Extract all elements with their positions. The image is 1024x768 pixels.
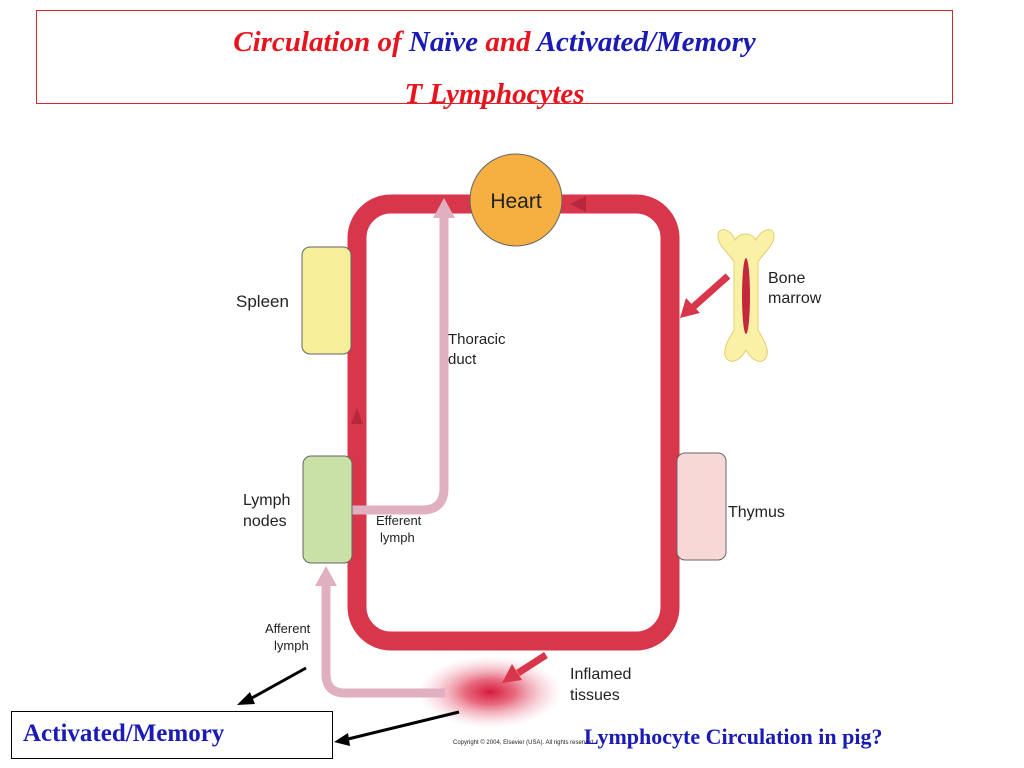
thoracic-duct-label-2: duct [448,351,477,368]
title-box: Circulation of Naïve and Activated/Memor… [36,10,953,110]
lymph-node-organ [302,455,353,564]
spleen-organ [301,246,352,355]
bone-marrow-arrow-shaft [689,273,731,311]
inflamed-tissues-label-1: Inflamed [570,666,631,683]
bone-marrow-label-1: Bone [768,270,805,287]
pointer-arrow-1-shaft [249,666,307,701]
vessel-up-arrow [351,408,363,424]
afferent-lymph-label-2: lymph [274,638,309,653]
bone-icon [717,229,775,362]
activated-memory-label: Activated/Memory [23,720,225,747]
inflamed-arrow-shaft [516,652,548,676]
efferent-lymph-label-2: lymph [380,530,415,545]
title-segment: Naïve [408,26,479,58]
thoracic-duct-path [324,214,449,515]
lymph-nodes-label-1: Lymph [243,492,290,509]
activated-memory-box: Activated/Memory [11,711,333,759]
pointer-arrow-2-head [334,733,350,746]
vessel-heart-arrow [570,196,586,212]
lymphocyte-circulation-question: Lymphocyte Circulation in pig? [584,724,883,749]
afferent-lymph-path [321,582,445,698]
title-segment: and [478,26,537,58]
thoracic-duct-label-1: Thoracic [448,331,506,348]
bone-marrow-arrow-head [680,298,700,318]
copyright-text: Copyright © 2004, Elsevier (USA). All ri… [453,739,595,746]
pointer-arrow-1-head [237,692,255,705]
bone-marrow-label-2: marrow [768,290,822,307]
heart-organ [469,153,563,247]
title-segment: Activated/Memory [536,26,756,58]
heart-label: Heart [490,190,542,213]
title-line-2: T Lymphocytes [404,78,585,110]
afferent-lymph-label-1: Afferent [265,621,311,636]
inflamed-tissue-blob [418,656,562,728]
lymph-nodes-label-2: nodes [243,513,287,530]
title-segment: Circulation of [233,26,409,58]
inflamed-tissues-label-2: tissues [570,687,620,704]
spleen-label: Spleen [236,292,289,311]
thoracic-duct-arrow-head [433,198,455,218]
blood-vessel-loop [347,194,680,651]
efferent-lymph-label-1: Efferent [376,513,422,528]
inflamed-arrow-head [502,664,522,683]
thymus-label: Thymus [728,504,785,521]
thymus-organ [676,452,727,561]
title-line-1: Circulation of Naïve and Activated/Memor… [37,25,952,59]
afferent-lymph-arrow-head [315,566,337,586]
pointer-arrow-2-shaft [347,710,460,741]
